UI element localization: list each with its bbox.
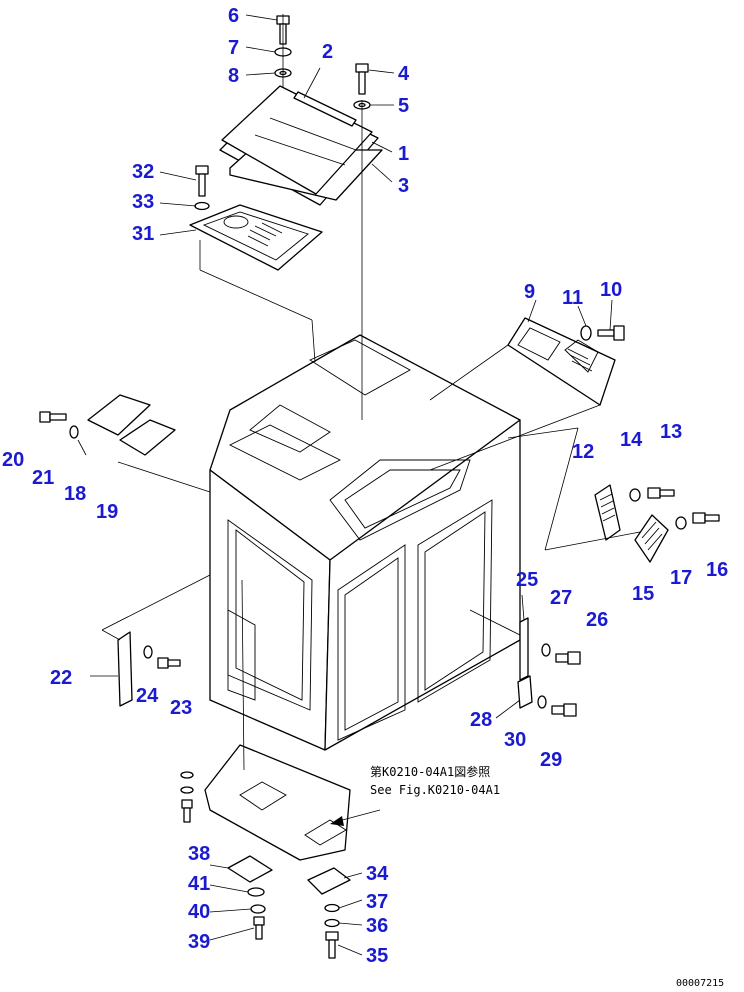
bracket-25 [519,617,529,681]
bolt-23 [157,657,181,669]
callout-39: 39 [188,931,210,953]
washer-27 [541,643,551,657]
callout-14: 14 [620,429,643,451]
callout-17: 17 [670,567,692,589]
bracket-28 [517,675,533,709]
callout-37: 37 [366,891,388,913]
cab-body [209,334,521,751]
bracket-22 [117,631,133,707]
callout-2: 2 [322,41,333,63]
callout-32: 32 [132,161,154,183]
side-plate-18 [87,394,176,456]
cover-34 [307,867,351,895]
callout-6: 6 [228,5,239,27]
grille-15 [634,514,669,563]
bolt-26 [555,651,581,665]
callout-12: 12 [572,441,594,463]
washer-37 [324,903,340,913]
callout-11: 11 [562,287,583,309]
callout-35: 35 [366,945,388,967]
bolt-20 [39,411,67,423]
callout-40: 40 [188,901,210,923]
callout-10: 10 [600,279,622,301]
callout-5: 5 [398,95,409,117]
bolt-39 [253,916,265,940]
callout-38: 38 [188,843,210,865]
washer-14 [629,488,641,502]
callout-36: 36 [366,915,388,937]
cover-38 [227,855,273,883]
callout-31: 31 [132,223,154,245]
top-cover-plate [219,85,383,206]
callout-25: 25 [516,569,538,591]
callout-leaders [209,14,395,956]
callout-9: 9 [524,281,535,303]
bolt-10 [597,325,625,341]
grille-12 [594,484,621,541]
callout-26: 26 [586,609,608,631]
leader-lines [77,14,641,771]
callout-1: 1 [398,143,409,165]
washer-36 [324,918,340,928]
callout-23: 23 [170,697,192,719]
callout-3: 3 [398,175,409,197]
washer-17 [675,516,687,530]
bolt-13 [647,487,675,499]
washer-33 [194,201,210,211]
washer-41 [247,887,265,897]
washer-30 [537,695,547,709]
callout-27: 27 [550,587,572,609]
washer-24 [143,645,153,659]
callout-4: 4 [398,63,410,85]
vent-cover-31 [189,204,323,271]
bolt-35 [325,931,339,959]
bolt-32 [195,165,209,197]
washer-40 [250,904,266,914]
reference-arrow [330,809,381,826]
bolt-4 [355,63,369,95]
callout-22: 22 [50,667,72,689]
bolt-29 [551,703,577,717]
callout-13: 13 [660,421,682,443]
callout-34: 34 [366,863,389,885]
reference-note-japanese: 第K0210-04A1図参照 [370,764,490,779]
callouts: 6 7 8 2 4 5 1 3 32 33 31 9 11 10 12 14 1… [2,5,728,967]
side-filter-9 [507,317,616,406]
callout-24: 24 [136,685,159,707]
floor-plate [204,744,351,861]
reference-note-english: See Fig.K0210-04A1 [370,783,500,797]
bolt-16 [692,512,720,524]
callout-20: 20 [2,449,24,471]
washer-21 [69,425,79,439]
floor-bolts-left [180,771,194,823]
figure-code: 00007215 [676,978,724,989]
callout-19: 19 [96,501,118,523]
callout-28: 28 [470,709,492,731]
callout-16: 16 [706,559,728,581]
callout-15: 15 [632,583,654,605]
callout-33: 33 [132,191,154,213]
callout-41: 41 [188,873,210,895]
callout-8: 8 [228,65,239,87]
callout-7: 7 [228,37,239,59]
callout-18: 18 [64,483,86,505]
callout-29: 29 [540,749,562,771]
callout-21: 21 [32,467,54,489]
washer-11 [580,325,592,341]
callout-30: 30 [504,729,526,751]
